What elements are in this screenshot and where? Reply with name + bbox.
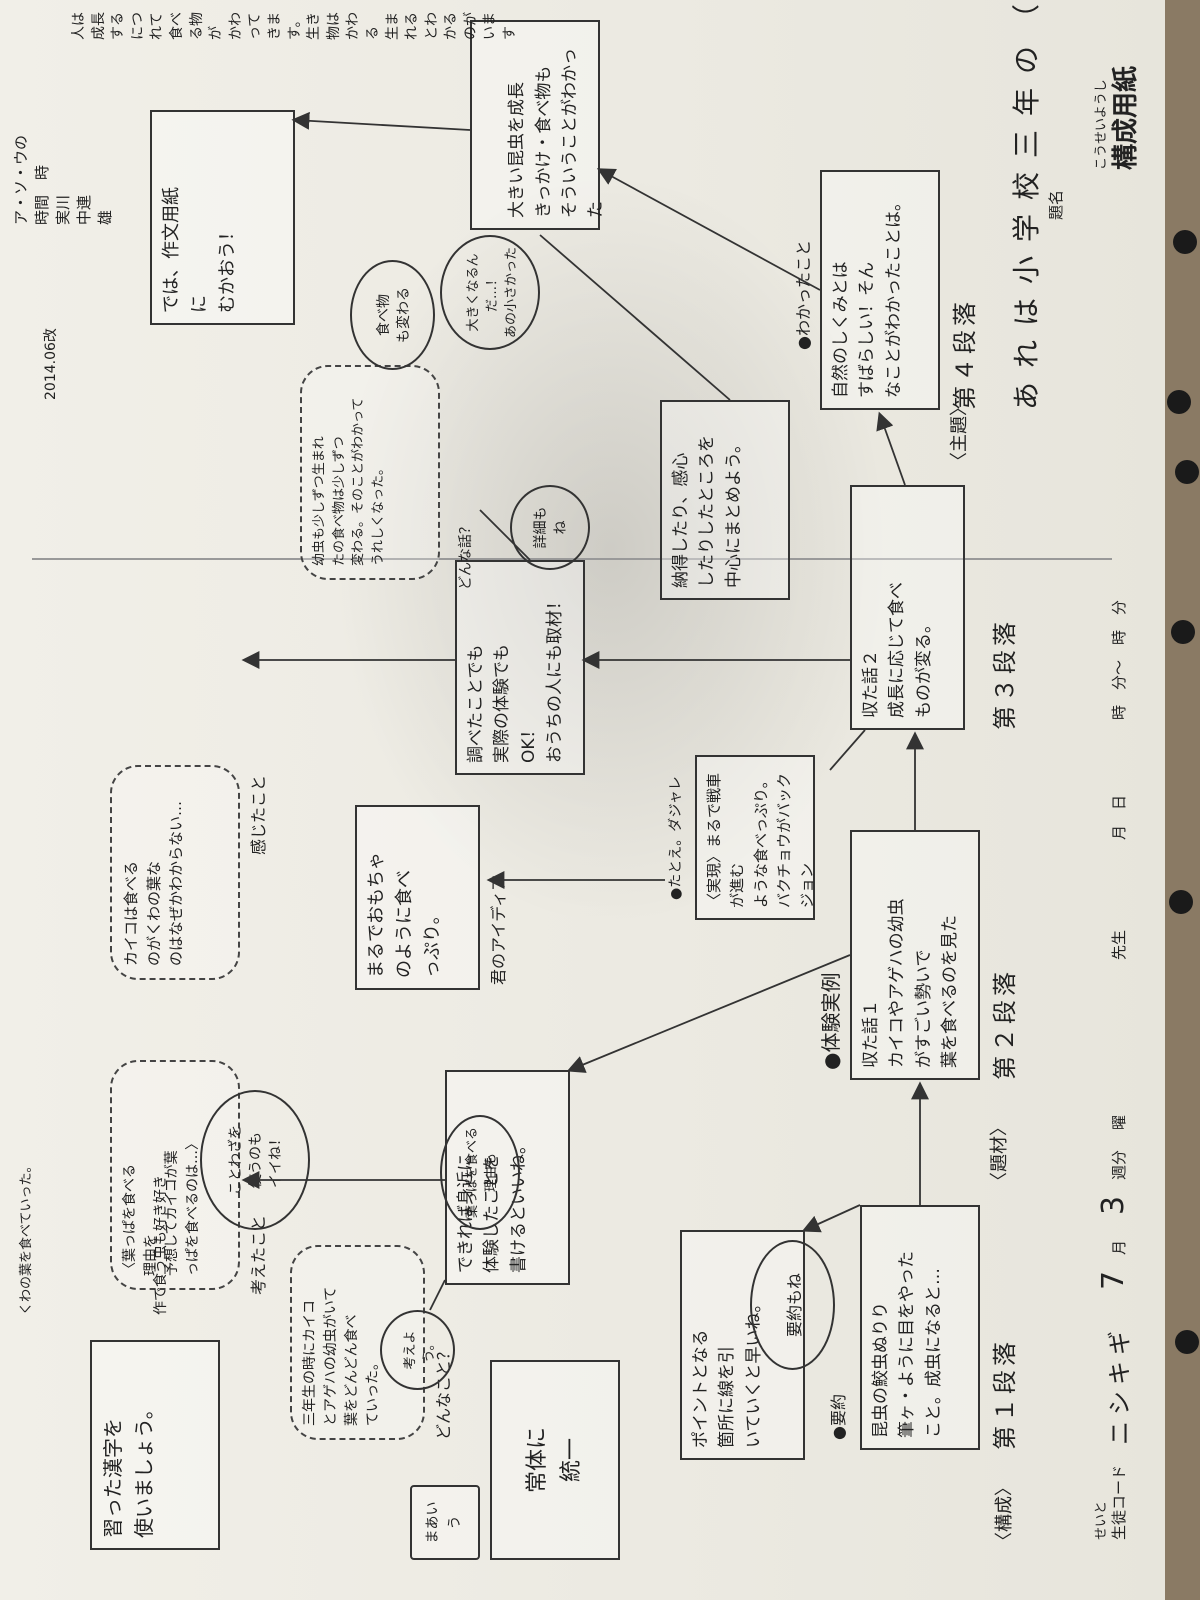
theme-label: 題名: [1047, 189, 1065, 220]
nattoku-box: 納得したり、感心 したりしたところを 中心にまとめよう。: [660, 400, 790, 600]
stage4-heading: 第４段落: [951, 298, 979, 410]
month-value: 7: [1096, 1270, 1131, 1290]
stage1-box: 昆虫の鮫虫ぬりり 筆ヶ・ように目をやった こと。成虫になると…: [860, 1205, 980, 1450]
aidea-label: 君のアイディア: [489, 874, 508, 985]
top-note: 人は成長するにつれて食べる物が かわってきます。生き物はかわる 生まれるとわかる…: [71, 12, 519, 40]
stage3-box: 収た話２ 成長に応じて食べ ものが変る。: [850, 485, 965, 730]
arrow-s1-point: [801, 1204, 861, 1233]
ookiku-bubble: 大きくなるんだ…！ あの小さかった: [440, 235, 540, 350]
paper-sheet: せいと 生徒コード ニシキギ 7 月 3 週分 曜 先生 月 日 時 分～ 時 …: [0, 0, 1165, 1600]
month-unit: 月: [1110, 1239, 1128, 1255]
stage1-heading: 第１段落: [991, 1338, 1019, 1450]
stage3-heading: 第３段落: [991, 618, 1019, 730]
matome-box: 大きい昆虫を成長 きっかけ・食べ物も そういうことがわかった: [470, 20, 606, 230]
shousai-bubble: 詳細も ね: [510, 485, 590, 570]
code-furigana: せいと: [1094, 1500, 1109, 1540]
kanjita-label: 感じたこと: [249, 774, 268, 855]
kotowaza-bubble: ことわざを 使うのも イイね！: [200, 1090, 310, 1230]
stamp-box: まあいう: [410, 1485, 480, 1560]
form-title: 構成用紙: [1111, 65, 1141, 170]
arrow-matome-sakubun: [291, 111, 471, 131]
donna2-label: どんな話？: [458, 520, 474, 590]
arrow-s4-matome: [596, 168, 821, 291]
stage2-tag: 〈題材〉: [989, 1118, 1010, 1190]
code-value: ニシキギ: [1106, 1325, 1134, 1445]
time-label: 時 分～ 時 分: [1110, 599, 1128, 720]
stage2-heading: 第２段落: [991, 968, 1019, 1080]
aidea-box: まるでおもちゃ のように食べ っぷり。: [355, 805, 480, 990]
arrow-nattoku-matome: [539, 234, 731, 401]
riyuu-bubble: 葉っぱを食べる理由も: [440, 1115, 520, 1230]
code-label: 生徒コード: [1110, 1464, 1128, 1540]
tabemono-bubble: 食べ物 も変わる: [350, 260, 435, 370]
kanji-box: 常体に 統一: [490, 1360, 620, 1560]
rotated-form: せいと 生徒コード ニシキギ 7 月 3 週分 曜 先生 月 日 時 分～ 時 …: [12, 0, 1141, 1560]
weekday-label: 曜: [1110, 1114, 1128, 1130]
date-stamp: 2014.06改: [43, 328, 59, 400]
arrow-s3-s4: [876, 411, 906, 486]
stage2-box: 収た話１ カイコやアゲハの幼虫 がすごい勢いで 葉を食べるのを見た: [850, 830, 980, 1080]
youyaku-bubble: 要約もね: [750, 1240, 835, 1370]
week-unit: 週分: [1110, 1149, 1128, 1180]
kanjita-cloud: カイコは食べる のがくわの葉な のはなぜかわからない…: [110, 765, 240, 980]
jituu-box: 〈実現〉まるで戦車が進む ような食べっぷり。 バクチョウがバック ジョン: [695, 755, 816, 920]
stage4-box: 自然のしくみとは すばらしい！そん なことがわかったことは。: [820, 170, 940, 410]
kangaeyou-bubble: 考えよう。: [380, 1310, 455, 1390]
right-note: ア・ソ・ウの 時間 時 実川 中連 雄: [12, 134, 114, 225]
stage4-tag: 〈主題〉: [949, 398, 970, 470]
stage1-tag: 〈構成〉: [994, 1478, 1015, 1550]
donna2-cloud: 幼虫も少しずつ生まれ たの食べ物は少しずつ 変わる。そのことがわかって うれしく…: [300, 365, 440, 580]
footnote-right: くわの葉を食べていった。: [19, 1159, 34, 1315]
stage2-note: ●体験実例: [819, 972, 843, 1070]
date-label: 月 日: [1110, 794, 1128, 840]
stage1-note: ●要約: [829, 1394, 848, 1440]
stage4-note: ●わかったこと: [794, 240, 813, 350]
essay-title: あれは小学校三年の（仮）: [1010, 0, 1043, 410]
kanji-note-box: 習った漢字を 使いましょう。: [90, 1340, 220, 1550]
fabric-edge: [1165, 0, 1200, 1600]
footnote-left: 作で食う虫も好き好き: [153, 1175, 169, 1315]
arrow-s2-deki: [566, 954, 851, 1073]
tatoe-label: ●たとえ。ダジャレ: [668, 776, 684, 900]
teacher-label: 先生: [1110, 929, 1128, 960]
week-value: 3: [1096, 1195, 1131, 1215]
arrow-s2-s3-curve: [829, 729, 866, 771]
matome-text: 大きい昆虫を成長 きっかけ・食べ物も そういうことがわかった: [507, 48, 607, 218]
arrow-deki-donna1: [429, 1279, 446, 1311]
sakubun-box: では、作文用紙 に むかおう！: [150, 110, 295, 325]
shirabe-box: 調べたことでも 実際の体験でも OK！ おうちの人にも取材！: [455, 560, 585, 775]
